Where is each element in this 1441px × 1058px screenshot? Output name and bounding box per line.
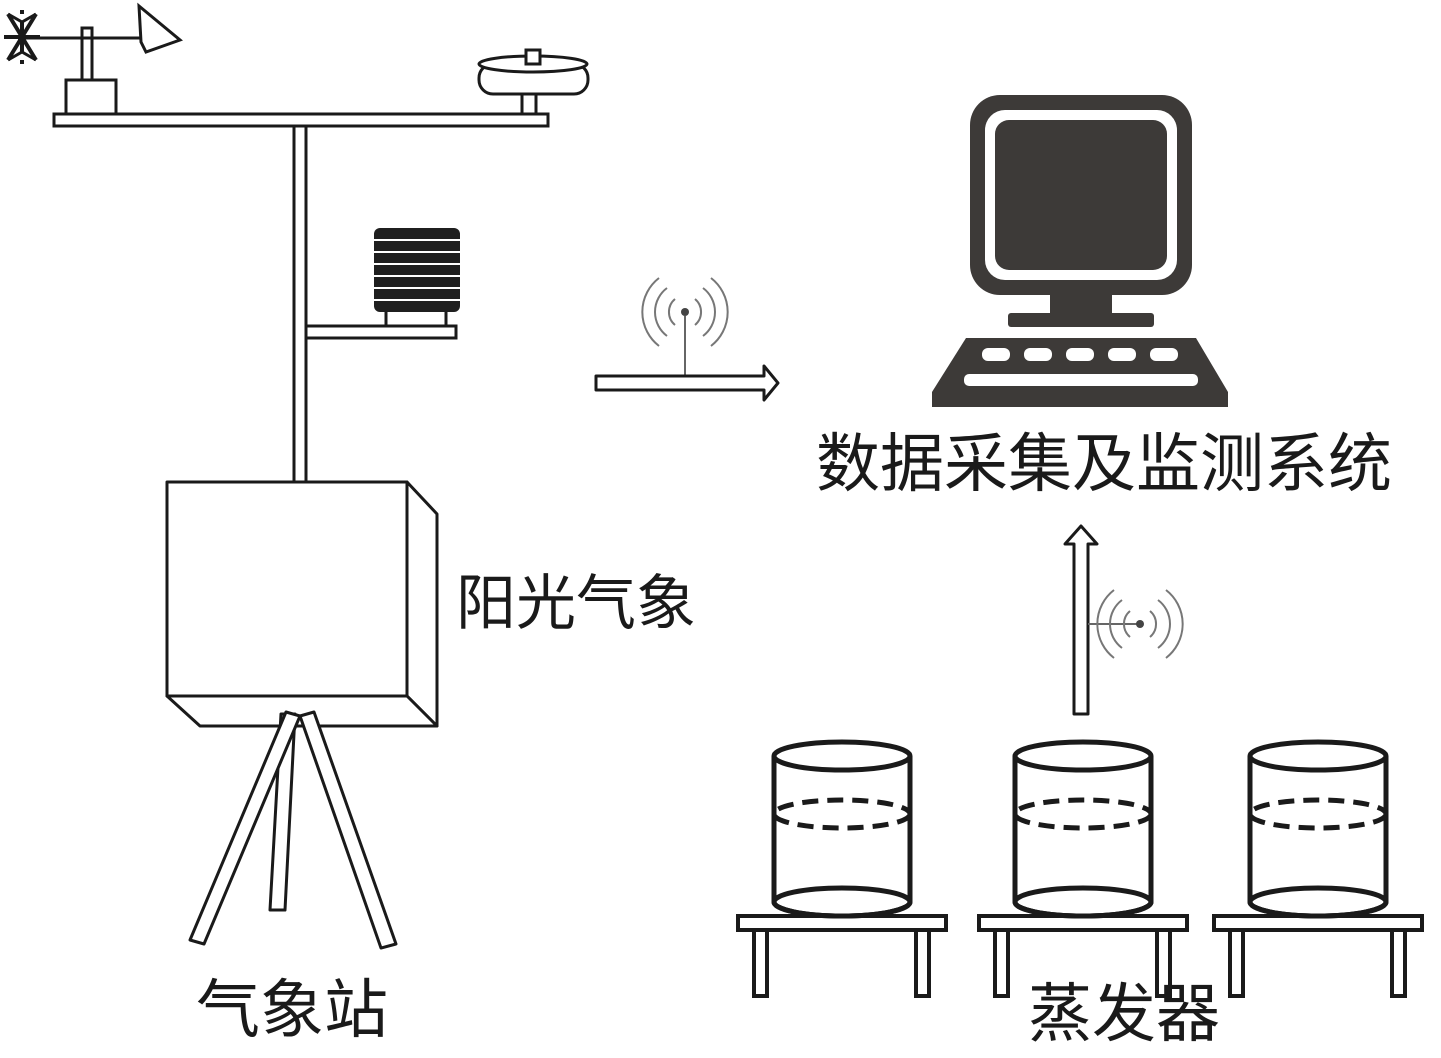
wireless-signal-icon (1096, 589, 1184, 659)
radiation-shield-icon (374, 228, 460, 328)
evaporator-group (738, 742, 1422, 996)
system-label: 数据采集及监测系统 (816, 428, 1392, 502)
wind-vane-icon (4, 2, 183, 116)
evaporator-label: 蒸发器 (1028, 978, 1220, 1052)
top-crossbar (52, 112, 550, 128)
mast (292, 124, 308, 484)
anemometer-icon (477, 48, 590, 116)
brand-label: 阳光气象 (456, 569, 696, 639)
tripod (188, 710, 398, 950)
evaporation-pan-icon (1214, 742, 1422, 996)
computer-icon (932, 95, 1228, 407)
evaporation-pan-icon (979, 742, 1187, 996)
weather-station (4, 2, 590, 950)
logger-enclosure (165, 480, 439, 728)
shield-arm (304, 324, 458, 340)
data-flow-arrow-up (1063, 524, 1184, 716)
data-flow-arrow-right (594, 277, 780, 402)
weather-station-label: 气象站 (196, 974, 388, 1048)
evaporation-pan-icon (738, 742, 946, 996)
